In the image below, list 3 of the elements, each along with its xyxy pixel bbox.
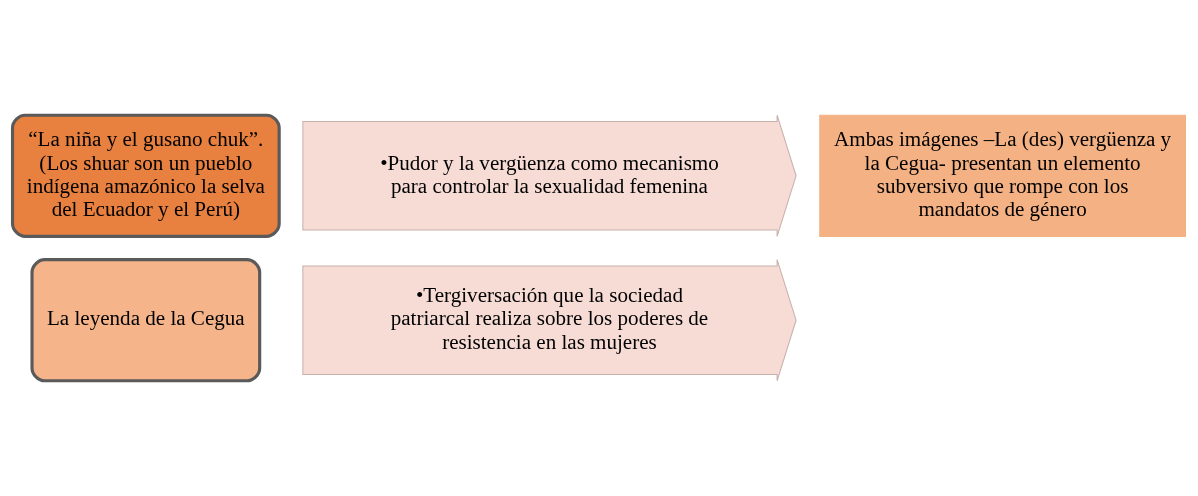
node-box: “La niña y el gusano chuk”. (Los shuar son un pueblo indígena amazónico la selva del Ecuador y el Perú)	[10, 113, 281, 238]
node-box: La leyenda de la Cegua	[30, 258, 262, 383]
node-box: Ambas imágenes –La (des) vergüenza y la Cegua- presentan un elemento subversivo que rompe con los mandatos de género	[819, 114, 1186, 237]
